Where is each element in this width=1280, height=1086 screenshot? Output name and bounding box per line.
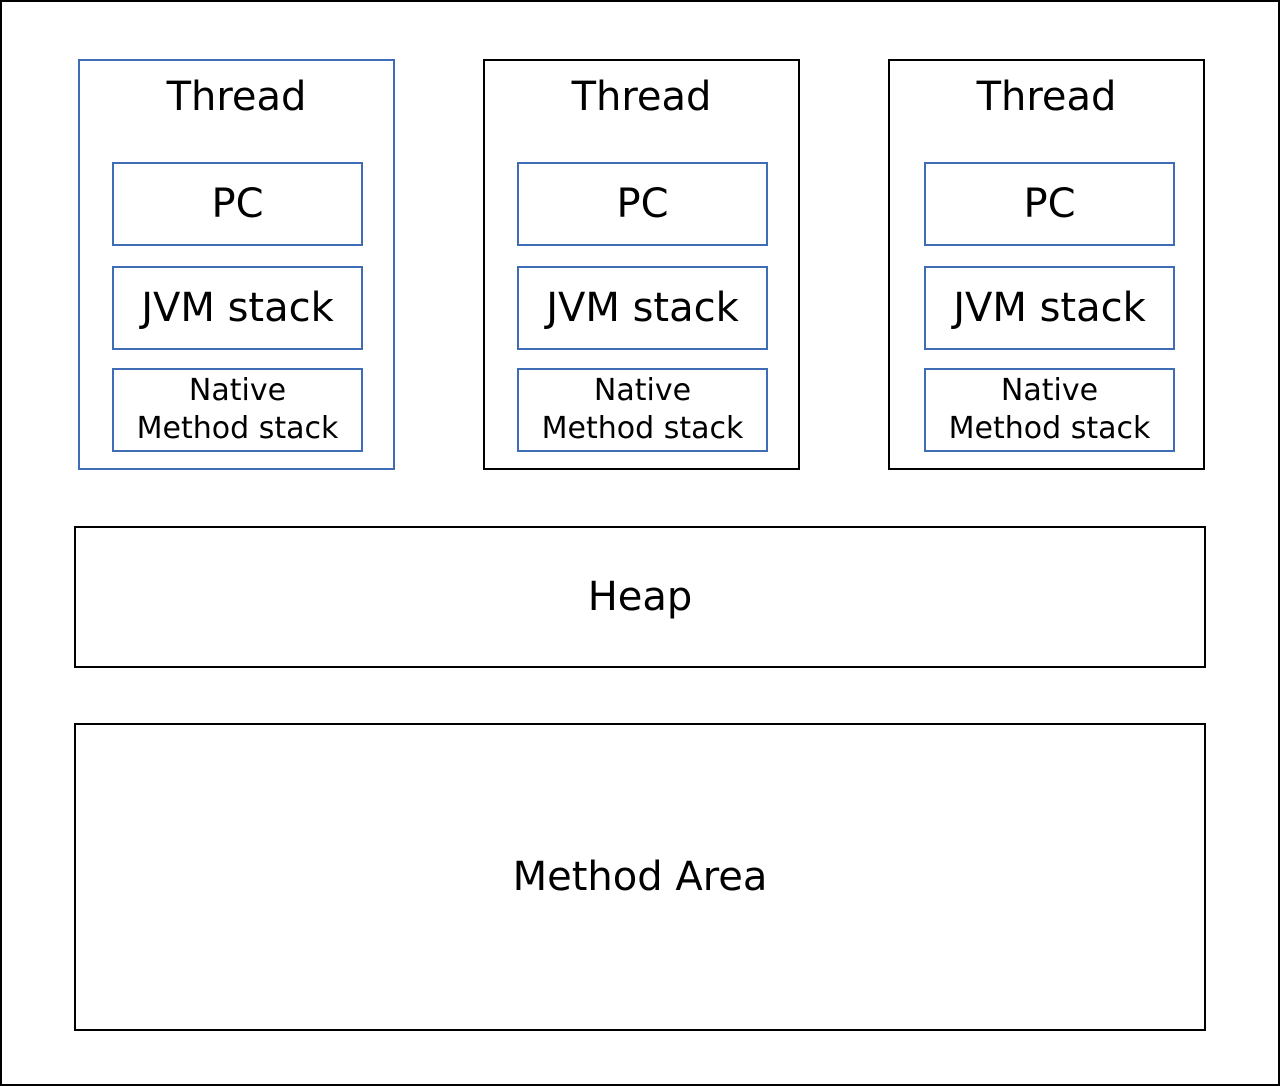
thread-title: Thread bbox=[976, 74, 1117, 120]
jvm-stack-box: JVM stack bbox=[112, 266, 363, 350]
thread-box-3: Thread PC JVM stack Native Method stack bbox=[888, 59, 1205, 470]
jvm-stack-label: JVM stack bbox=[546, 285, 739, 331]
native-method-stack-box: Native Method stack bbox=[112, 368, 363, 452]
native-label-line1: Native bbox=[1000, 373, 1099, 408]
jvm-stack-label: JVM stack bbox=[953, 285, 1146, 331]
pc-label: PC bbox=[1023, 181, 1076, 227]
native-label-line2: Method stack bbox=[541, 411, 744, 446]
jvm-stack-label: JVM stack bbox=[141, 285, 334, 331]
thread-box-2: Thread PC JVM stack Native Method stack bbox=[483, 59, 800, 470]
method-area-box: Method Area bbox=[74, 723, 1206, 1031]
native-label-line1: Native bbox=[188, 373, 287, 408]
heap-label: Heap bbox=[587, 574, 693, 620]
native-method-stack-box: Native Method stack bbox=[924, 368, 1175, 452]
thread-box-1: Thread PC JVM stack Native Method stack bbox=[78, 59, 395, 470]
native-label-line1: Native bbox=[593, 373, 692, 408]
thread-title: Thread bbox=[166, 74, 307, 120]
thread-title: Thread bbox=[571, 74, 712, 120]
pc-label: PC bbox=[616, 181, 669, 227]
jvm-stack-box: JVM stack bbox=[924, 266, 1175, 350]
pc-register-box: PC bbox=[112, 162, 363, 246]
pc-register-box: PC bbox=[517, 162, 768, 246]
jvm-stack-box: JVM stack bbox=[517, 266, 768, 350]
native-label-line2: Method stack bbox=[136, 411, 339, 446]
pc-register-box: PC bbox=[924, 162, 1175, 246]
native-method-stack-box: Native Method stack bbox=[517, 368, 768, 452]
heap-box: Heap bbox=[74, 526, 1206, 668]
method-area-label: Method Area bbox=[512, 854, 768, 900]
pc-label: PC bbox=[211, 181, 264, 227]
native-label-line2: Method stack bbox=[948, 411, 1151, 446]
